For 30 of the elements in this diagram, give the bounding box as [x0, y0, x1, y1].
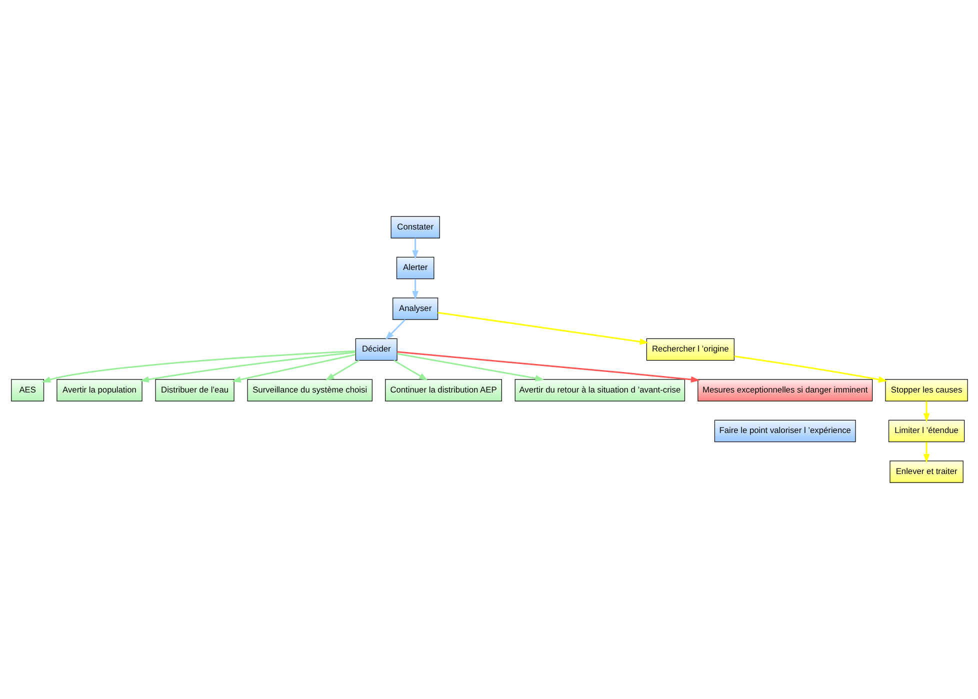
arrow	[437, 312, 648, 345]
node-box: Alerter	[396, 256, 434, 280]
arrow	[41, 350, 356, 382]
arrow	[139, 352, 356, 383]
node-box: Distribuer de l’eau	[154, 379, 234, 402]
arrow	[324, 360, 359, 381]
node-box: Enlever et traiter	[889, 460, 963, 483]
arrow	[922, 401, 930, 422]
node-box: Décider	[354, 338, 397, 361]
node-box: Limiter l ’étendue	[888, 420, 964, 442]
arrow	[384, 319, 406, 340]
node-box: Avertir la population	[56, 379, 142, 402]
node-box: Rechercher l ’origine	[646, 338, 734, 361]
arrow	[396, 353, 544, 382]
arrow	[231, 354, 356, 383]
node-box: Avertir du retour à la situation d ’avant-crise	[514, 379, 685, 402]
node-box: Analyser	[392, 298, 438, 320]
node-box: Stopper les causes	[884, 379, 968, 402]
arrow	[392, 360, 428, 381]
node-box: Faire le point valoriser l ’expérience	[714, 420, 856, 442]
arrow	[922, 442, 930, 463]
arrow	[412, 278, 418, 300]
node-box: Constater	[390, 216, 440, 238]
node-box: Mesures exceptionnelles si danger imminent	[697, 379, 872, 402]
arrow	[734, 356, 887, 383]
arrow	[412, 238, 418, 260]
node-box: Surveillance du système choisi	[246, 379, 372, 402]
node-box: AES	[10, 379, 44, 402]
arrow	[396, 351, 700, 383]
node-box: Continuer la distribution AEP	[384, 379, 502, 402]
